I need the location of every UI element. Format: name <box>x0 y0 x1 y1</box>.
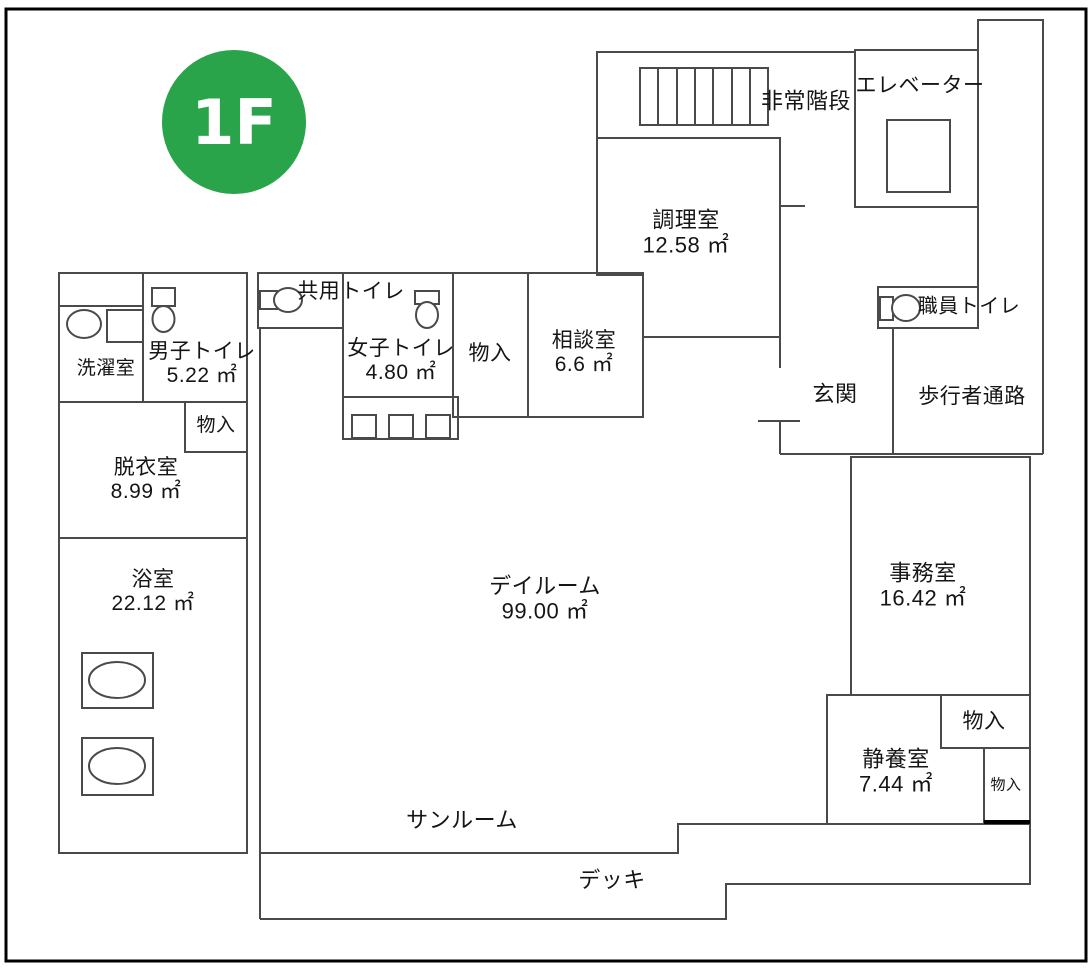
room-label-office: 事務室 16.42 ㎡ <box>879 560 967 611</box>
bathtub-icon <box>81 652 154 709</box>
bench-counter <box>342 396 459 440</box>
staff-toilet-bowl-icon <box>891 294 921 322</box>
bathtub-basin-icon <box>88 747 146 785</box>
bathtub-basin-icon <box>88 661 146 699</box>
sunroom-deck-outline <box>260 823 1031 920</box>
room-label-dressing-room: 脱衣室 8.99 ㎡ <box>110 455 182 503</box>
east-outer-wall <box>977 19 1044 454</box>
room-label-kitchen: 調理室 12.58 ㎡ <box>642 207 730 258</box>
floor-badge: 1F <box>162 50 306 194</box>
laundry-sink-icon <box>106 309 144 343</box>
womens-toilet-bowl-icon <box>415 301 439 329</box>
kitchen-walls <box>596 137 781 338</box>
floor-badge-label: 1F <box>191 85 277 159</box>
shared-toilet-bowl-icon <box>273 287 303 313</box>
staff-toilet-walls <box>877 286 979 329</box>
bench-seat-icon <box>388 414 414 439</box>
consultation-room-walls <box>527 272 644 418</box>
room-label-laundry: 洗濯室 <box>76 358 136 380</box>
room-label-entrance: 玄関 <box>812 381 858 407</box>
outer-border <box>4 7 1088 963</box>
room-label-shared-toilet: 共用トイレ <box>297 279 405 303</box>
room-label-day-room: デイルーム 99.00 ㎡ <box>489 573 601 624</box>
mens-toilet-bowl-icon <box>151 305 176 333</box>
room-label-mens-toilet: 男子トイレ 5.22 ㎡ <box>148 339 256 387</box>
room-label-storage-c: 物入 <box>962 709 1006 733</box>
room-label-womens-toilet: 女子トイレ 4.80 ㎡ <box>347 336 455 384</box>
bathroom-walls <box>58 537 248 854</box>
room-label-walkway: 歩行者通路 <box>918 384 1026 408</box>
room-label-sunroom: サンルーム <box>406 807 518 833</box>
room-label-consultation: 相談室 6.6 ㎡ <box>551 328 617 376</box>
washing-machine-icon <box>66 309 102 339</box>
room-label-deck: デッキ <box>578 867 646 893</box>
stairs-icon <box>639 67 769 126</box>
room-label-staff-toilet: 職員トイレ <box>917 295 1021 318</box>
mens-toilet-tank-icon <box>151 287 176 307</box>
room-label-bathroom: 浴室 22.12 ㎡ <box>111 567 195 615</box>
bathtub-icon <box>81 737 154 796</box>
bench-seat-icon <box>351 414 377 439</box>
bench-seat-icon <box>425 414 451 439</box>
room-label-storage-b: 物入 <box>196 415 236 437</box>
room-label-elevator: エレベーター <box>855 73 985 97</box>
room-label-rest-room: 静養室 7.44 ㎡ <box>859 746 933 797</box>
room-label-storage-a: 物入 <box>468 341 512 365</box>
elevator-walls <box>854 49 979 208</box>
room-label-emergency-stairs: 非常階段 <box>760 88 852 114</box>
laundry-room-walls <box>58 272 144 403</box>
elevator-cab-icon <box>886 119 951 193</box>
room-label-storage-d: 物入 <box>990 776 1022 794</box>
